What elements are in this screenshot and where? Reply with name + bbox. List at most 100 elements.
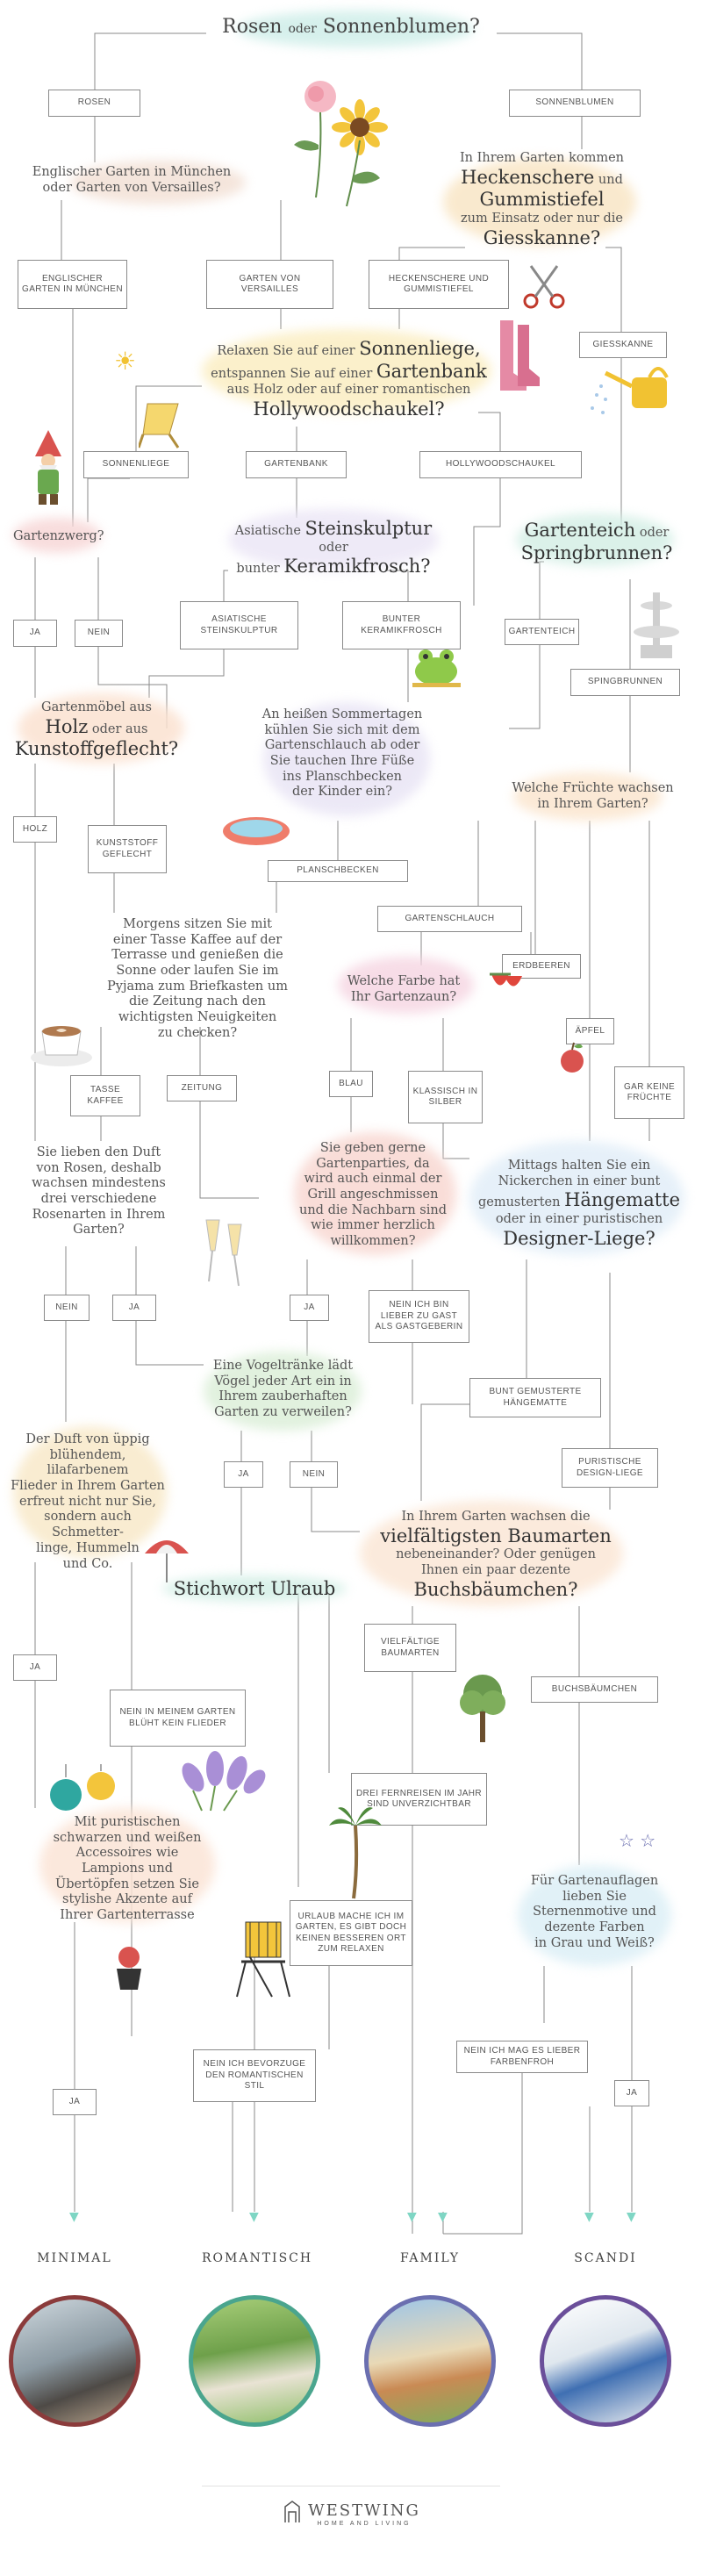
answer-versailles[interactable]: GARTEN VON VERSAILLES <box>206 260 333 309</box>
bistro-chair-icon <box>236 1921 290 1998</box>
westwing-logo: WESTWING <box>308 2501 420 2520</box>
answer-sonnenliege[interactable]: SONNENLIEGE <box>83 451 189 478</box>
watering-can-icon <box>591 367 669 414</box>
answer-gartenparty-ja[interactable]: JA <box>290 1295 329 1321</box>
answer-lampions-ja[interactable]: JA <box>53 2089 97 2115</box>
answer-vogel-ja[interactable]: JA <box>224 1461 263 1488</box>
highlight <box>228 509 439 570</box>
chevron-down-icon: ▼ <box>627 2210 636 2224</box>
answer-gartenschlauch[interactable]: GARTENSCHLAUCH <box>377 906 522 932</box>
answer-bunte-haengematte[interactable]: BUNT GEMUSTERTE HÄNGEMATTE <box>469 1378 601 1417</box>
question-vogeltraenke: Eine Vogeltränke lädt Vögel jeder Art ei… <box>206 1359 360 1421</box>
answer-gartenbank[interactable]: GARTENBANK <box>246 451 347 478</box>
question-line: Ihrer Gartenterrasse <box>60 1908 195 1923</box>
answer-urlaub-im-garten[interactable]: URLAUB MACHE ICH IM GARTEN, ES GIBT DOCH… <box>290 1900 412 1966</box>
apple-icon <box>561 1042 584 1073</box>
result-romantisch-image[interactable] <box>189 2295 320 2427</box>
question-line: der Kinder ein? <box>292 785 392 800</box>
answer-fernreisen[interactable]: DREI FERNREISEN IM JAHR SIND UNVERZICHTB… <box>351 1773 487 1826</box>
question-emphasis: Giesskanne? <box>483 226 601 248</box>
question-line: Vögel jeder Art ein in <box>214 1374 352 1388</box>
answer-flieder-ja[interactable]: JA <box>13 1654 57 1681</box>
lavender-icon <box>182 1751 266 1812</box>
question-line: oder in einer puristischen <box>495 1211 663 1226</box>
answer-englischer-garten[interactable]: ENGLISCHER GARTEN IN MÜNCHEN <box>18 260 127 309</box>
question-line: wachsen mindestens <box>32 1176 166 1191</box>
answer-giesskanne[interactable]: GIESSKANNE <box>579 332 667 358</box>
answer-gartenteich[interactable]: GARTENTEICH <box>505 619 579 645</box>
answer-kein-flieder[interactable]: NEIN IN MEINEM GARTEN BLÜHT KEIN FLIEDER <box>110 1690 246 1747</box>
question-line: zu checken? <box>157 1025 238 1040</box>
question-line: Ihnen ein paar dezente <box>420 1562 571 1577</box>
result-family-label: FAMILY <box>399 2251 461 2265</box>
result-minimal-image[interactable] <box>9 2295 140 2427</box>
answer-vogel-nein[interactable]: NEIN <box>290 1461 338 1488</box>
question-line: Mittags halten Sie ein <box>507 1159 651 1173</box>
answer-rosen[interactable]: ROSEN <box>48 90 140 117</box>
answer-rosenduft-ja[interactable]: JA <box>112 1295 156 1321</box>
question-emphasis: Buchsbäumchen? <box>413 1578 578 1600</box>
result-family-image[interactable] <box>364 2295 496 2427</box>
question-line: die Zeitung nach den <box>128 994 267 1009</box>
question-stichwort-urlaub: Stichwort Ulraub <box>173 1578 336 1599</box>
answer-designliege[interactable]: PURISTISCHE DESIGN-LIEGE <box>562 1448 658 1488</box>
palm-tree-icon <box>329 1807 382 1899</box>
question-line: Der Duft von üppig <box>25 1432 150 1446</box>
question-line: Rosenarten in Ihrem <box>32 1207 166 1222</box>
question-line: Grill angeschmissen <box>307 1188 439 1202</box>
answer-klassisch-silber[interactable]: KLASSISCH IN SILBER <box>408 1071 483 1123</box>
question-emphasis: Gummistiefel <box>479 189 605 211</box>
answer-gartenzwerg-nein[interactable]: NEIN <box>75 620 123 647</box>
answer-keramikfrosch[interactable]: BUNTER KERAMIKFROSCH <box>342 601 461 649</box>
answer-heckenschere[interactable]: HECKENSCHERE UND GUMMISTIEFEL <box>369 260 509 309</box>
question-line: stylishe Akzente auf <box>62 1892 192 1907</box>
answer-erdbeeren[interactable]: ERDBEEREN <box>502 954 581 979</box>
question-line: und die Nachbarn sind <box>299 1202 447 1217</box>
answer-vielfaeltige-baumarten[interactable]: VIELFÄLTIGE BAUMARTEN <box>364 1624 456 1672</box>
answer-gar-keine-fruechte[interactable]: GAR KEINE FRÜCHTE <box>614 1066 684 1119</box>
question-line: Garten? <box>73 1223 125 1238</box>
answer-springbrunnen[interactable]: SPINGBRUNNEN <box>570 669 680 696</box>
question-emphasis: Holz <box>45 715 89 737</box>
answer-romantischer-stil[interactable]: NEIN ICH BEVORZUGE DEN ROMANTISCHEN STIL <box>193 2049 316 2102</box>
answer-farbenfroh[interactable]: NEIN ICH MAG ES LIEBER FARBENFROH <box>456 2041 588 2073</box>
title-part: Rosen <box>222 16 283 38</box>
question-emphasis: Heckenschere <box>461 166 595 188</box>
chevron-down-icon: ▼ <box>584 2210 594 2224</box>
tree-icon <box>460 1675 505 1742</box>
question-gartenparty: Sie geben gerne Gartenparties, da wird a… <box>290 1141 456 1250</box>
strawberry-icon <box>490 972 522 987</box>
question-line: bunter <box>236 562 280 577</box>
answer-blau[interactable]: BLAU <box>329 1071 373 1097</box>
question-rosenduft: Sie lieben den Duft von Rosen, deshalb w… <box>26 1145 171 1238</box>
answer-lieber-gast[interactable]: NEIN ICH BIN LIEBER ZU GAST ALS GASTGEBE… <box>369 1290 469 1343</box>
answer-kunststoff[interactable]: KUNSTSTOFF GEFLECHT <box>88 825 167 873</box>
highlight <box>338 957 474 1014</box>
answer-gartenzwerg-ja[interactable]: JA <box>13 620 57 647</box>
fountain-icon <box>634 592 679 658</box>
question-sommertage: An heißen Sommertagen kühlen Sie sich mi… <box>250 707 434 800</box>
answer-zeitung[interactable]: ZEITUNG <box>167 1075 237 1101</box>
question-line: in Ihrem Garten? <box>537 796 648 811</box>
highlight <box>70 161 246 205</box>
answer-steinskulptur[interactable]: ASIATISCHE STEINSKULPTUR <box>180 601 298 649</box>
question-line: In Ihrem Garten kommen <box>459 151 625 165</box>
answer-buchsbaeumchen[interactable]: BUCHSBÄUMCHEN <box>531 1676 658 1703</box>
answer-sonnenblumen[interactable]: SONNENBLUMEN <box>509 90 641 117</box>
question-line: Gartenmöbel aus <box>41 700 152 714</box>
answer-sterne-ja[interactable]: JA <box>614 2080 649 2106</box>
answer-rosenduft-nein[interactable]: NEIN <box>44 1295 90 1321</box>
question-line: Terrasse und genießen die <box>111 948 283 963</box>
answer-tasse-kaffee[interactable]: TASSE KAFFEE <box>70 1075 140 1116</box>
answer-planschbecken[interactable]: PLANSCHBECKEN <box>268 860 408 882</box>
answer-aepfel[interactable]: ÄPFEL <box>566 1018 614 1044</box>
answer-holz[interactable]: HOLZ <box>13 816 57 843</box>
question-emphasis: Gartenteich <box>524 520 636 541</box>
question-line: Für Gartenauflagen <box>530 1874 659 1888</box>
answer-hollywoodschaukel[interactable]: HOLLYWOODSCHAUKEL <box>419 451 582 478</box>
question-line: Sie geben gerne <box>319 1141 426 1155</box>
question-line: Gartenschlauch ab oder <box>264 738 420 753</box>
result-scandi-image[interactable] <box>540 2295 671 2427</box>
question-line: blühendem, lilafarbenem <box>47 1447 129 1478</box>
sun-icon: ☀ <box>114 347 137 376</box>
